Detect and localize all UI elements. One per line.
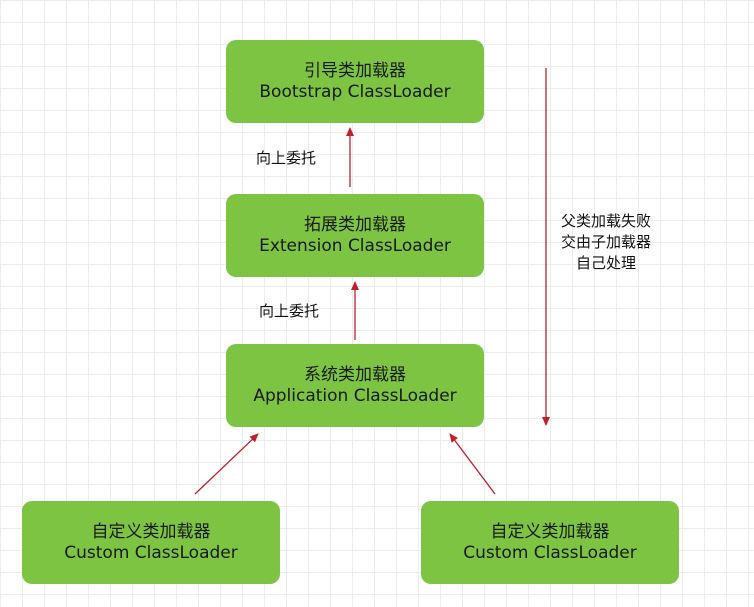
application-classloader-node: 系统类加载器 Application ClassLoader	[226, 344, 484, 427]
application-en-label: Application ClassLoader	[253, 385, 457, 406]
extension-cn-label: 拓展类加载器	[304, 214, 406, 235]
extension-classloader-node: 拓展类加载器 Extension ClassLoader	[226, 194, 484, 277]
fallback-note: 父类加载失败 交由子加载器 自己处理	[556, 211, 656, 274]
custom-right-en-label: Custom ClassLoader	[463, 542, 637, 563]
bootstrap-cn-label: 引导类加载器	[304, 60, 406, 81]
custom-left-en-label: Custom ClassLoader	[64, 542, 238, 563]
custom-right-cn-label: 自定义类加载器	[490, 521, 610, 542]
custom-classloader-right-node: 自定义类加载器 Custom ClassLoader	[421, 501, 679, 584]
application-cn-label: 系统类加载器	[304, 364, 406, 385]
arrow-custom-right-to-application	[449, 433, 496, 495]
custom-left-cn-label: 自定义类加载器	[91, 521, 211, 542]
bootstrap-en-label: Bootstrap ClassLoader	[259, 81, 451, 102]
delegate-up-label-2: 向上委托	[259, 302, 320, 320]
fallback-line-1: 父类加载失败	[560, 212, 651, 230]
extension-en-label: Extension ClassLoader	[259, 235, 451, 256]
fallback-line-2: 交由子加载器	[560, 233, 651, 251]
delegate-up-label-1: 向上委托	[256, 149, 317, 167]
bootstrap-classloader-node: 引导类加载器 Bootstrap ClassLoader	[226, 40, 484, 123]
fallback-line-3: 自己处理	[575, 254, 636, 272]
custom-classloader-left-node: 自定义类加载器 Custom ClassLoader	[22, 501, 280, 584]
arrow-custom-left-to-application	[194, 433, 259, 495]
